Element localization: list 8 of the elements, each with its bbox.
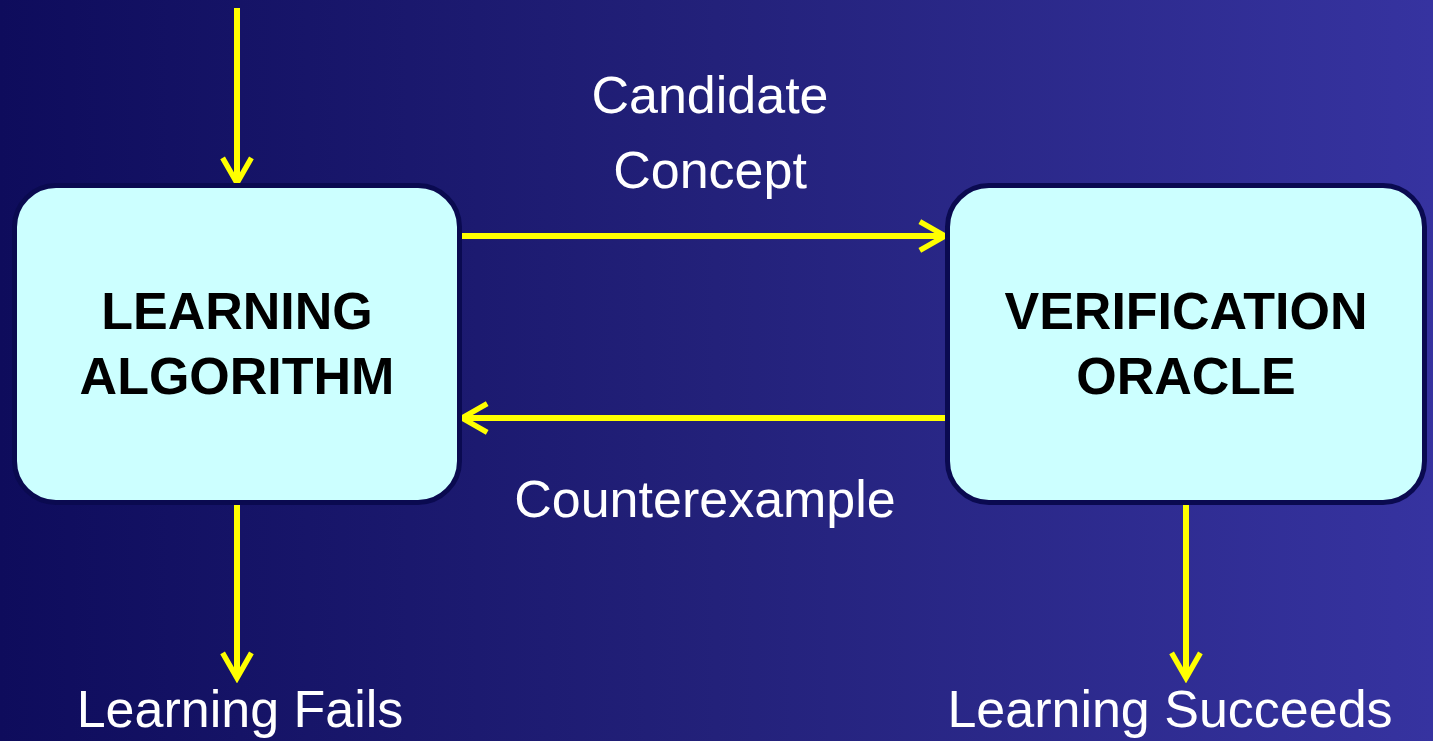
arrow (219, 505, 255, 681)
outcome-text: Learning Fails (40, 678, 440, 740)
edge-label: Counterexample (513, 469, 897, 530)
arrow (1168, 505, 1204, 681)
edge-label: Candidate Concept (590, 65, 830, 202)
process-box: VERIFICATION ORACLE (945, 183, 1427, 505)
outcome-text: Learning Succeeds (930, 678, 1410, 740)
process-box: LEARNING ALGORITHM (12, 183, 462, 505)
